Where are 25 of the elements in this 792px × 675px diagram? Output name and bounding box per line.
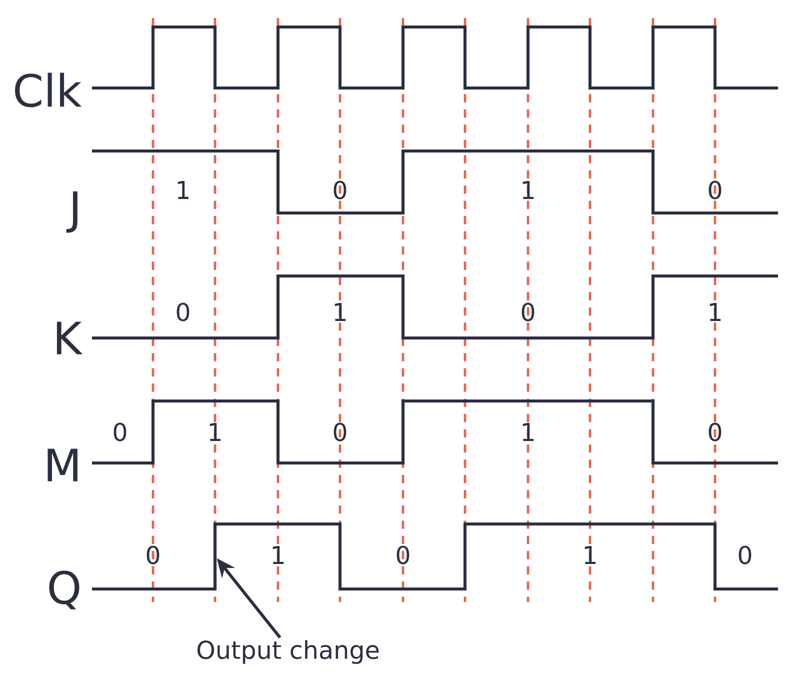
logic-level: 0 [334, 180, 346, 200]
annotation-text: Output change [197, 640, 379, 664]
logic-level: 1 [210, 423, 221, 441]
rising-edge [213, 524, 217, 588]
logic-level: 0 [738, 546, 752, 564]
logic-level: 1 [522, 181, 534, 199]
signal-name: J [66, 191, 78, 233]
logic-level: 1 [334, 303, 346, 321]
logic-level: 0 [146, 546, 160, 564]
logic-level: 1 [710, 303, 721, 321]
logic-level: 0 [334, 422, 346, 442]
logic-level: 0 [522, 302, 534, 322]
logic-level: 1 [178, 181, 189, 199]
logic-level: 1 [272, 546, 284, 564]
signal-name: M [48, 448, 78, 482]
signal-name: Q [49, 570, 80, 610]
logic-level: 0 [114, 422, 126, 442]
logic-level: 0 [396, 546, 410, 564]
logic-level: 1 [522, 423, 534, 441]
signal-name: K [56, 322, 83, 354]
logic-level: 0 [708, 422, 722, 442]
signal-name: Clk [15, 72, 82, 108]
logic-level: 1 [584, 546, 596, 564]
logic-level: 0 [176, 302, 190, 322]
logic-level: 0 [708, 180, 722, 200]
